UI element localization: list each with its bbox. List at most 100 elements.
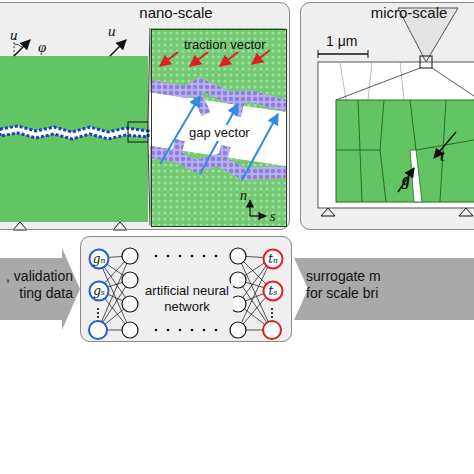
neuron-label: tₛ <box>269 285 278 297</box>
panel-text: gap vector <box>188 125 260 141</box>
atomistic-specimen <box>128 122 148 142</box>
scale-label: 1 μm <box>326 33 357 50</box>
ellipsis-dots <box>203 255 206 258</box>
atomistic-specimen <box>0 28 150 225</box>
ellipsis-dots <box>97 316 99 318</box>
ellipsis-dots <box>203 329 206 332</box>
support-symbol <box>321 208 473 216</box>
neuron-circle <box>264 282 283 301</box>
ellipsis-dots <box>167 255 170 258</box>
panel-text: micro-scale <box>347 4 471 22</box>
axis-label: n <box>240 188 247 205</box>
text-holder: , validation ting data <box>0 268 73 302</box>
text-holder: gₙ <box>88 248 110 270</box>
text-holder: surrogate m for scale bri <box>306 268 391 302</box>
ellipsis-dots <box>97 308 99 310</box>
micro-specimen <box>336 100 474 202</box>
axis-arrow <box>249 200 250 216</box>
output-neuron: tₙ <box>262 248 284 270</box>
panel-text: artificial neural network <box>141 283 233 314</box>
traction-arrow <box>160 52 178 66</box>
traction-arrow <box>252 50 270 64</box>
atomistic-inset <box>150 28 286 226</box>
displacement-label: u <box>108 22 116 40</box>
hidden-neuron <box>122 296 138 312</box>
ellipsis-dots <box>271 312 273 314</box>
micro-specimen <box>318 62 474 208</box>
atomistic-inset <box>176 140 226 160</box>
hidden-neuron <box>230 322 246 338</box>
ellipsis-dots <box>97 312 99 314</box>
zoom-inset: traction vector gap vector <box>151 29 287 227</box>
traction-arrow <box>190 52 208 66</box>
text-holder: gₛ <box>88 280 110 302</box>
text-holder: tₛ <box>262 280 284 302</box>
ellipsis-dots <box>179 329 182 332</box>
axis-arrow <box>250 215 266 216</box>
big-arrow <box>294 258 474 320</box>
loading-arrow <box>14 44 22 47</box>
text-holder: traction vector <box>184 35 280 53</box>
micro-specimen <box>336 100 474 202</box>
ellipsis-dots <box>191 255 194 258</box>
hidden-neuron <box>122 272 138 288</box>
micro-specimen <box>318 53 368 55</box>
ellipsis-dots <box>271 316 273 318</box>
hidden-neuron <box>263 321 281 339</box>
text-holder: nano-scale <box>116 4 236 22</box>
output-neuron: tₛ <box>262 280 284 302</box>
atomistic-specimen <box>0 126 148 139</box>
micro-specimen <box>434 132 456 158</box>
hidden-neuron <box>230 248 246 264</box>
gap-arrow <box>160 96 278 180</box>
support-symbol <box>113 222 127 230</box>
vector-label: g <box>402 170 410 189</box>
text-holder: tₙ <box>262 248 284 270</box>
network-connections <box>98 256 272 330</box>
neuron-label: gₛ <box>93 285 105 297</box>
ellipsis-dots <box>215 255 218 258</box>
micro-specimen <box>420 56 432 68</box>
hidden-neuron <box>89 248 281 339</box>
hidden-neuron <box>122 322 138 338</box>
angle-label: φ <box>38 38 46 56</box>
support-symbol <box>13 222 127 230</box>
label-holder: 1 μm <box>326 32 357 50</box>
arrow-text: surrogate m for scale bri <box>306 268 391 302</box>
panel-text: traction vector <box>184 37 280 53</box>
atomistic-specimen <box>148 28 150 122</box>
label-holder: φ <box>38 38 46 56</box>
micro-specimen <box>336 68 420 100</box>
neuron-label: tₙ <box>268 253 278 265</box>
displacement-label: u <box>10 26 18 44</box>
hidden-neuron <box>122 248 138 264</box>
ellipsis-dots <box>179 255 182 258</box>
vector-label: t <box>440 146 444 165</box>
traction-arrow <box>160 50 270 66</box>
flow-arrow: surrogate m for scale bri <box>294 248 474 330</box>
micro-specimen <box>398 168 414 192</box>
atomistic-inset <box>150 28 286 226</box>
text-holder: gap vector <box>188 123 258 141</box>
panel-fill <box>0 2 474 342</box>
support-symbol <box>321 208 335 216</box>
micro-specimen <box>318 8 474 208</box>
loading-arrow <box>110 40 126 56</box>
ellipsis-dots <box>155 329 158 332</box>
micro-specimen <box>432 68 474 96</box>
text-holder: micro-scale <box>347 4 471 22</box>
flow-arrow: , validation ting data <box>0 248 80 330</box>
traction-arrow <box>220 52 238 66</box>
input-neuron: gₙ <box>88 248 110 270</box>
micro-specimen <box>410 150 422 202</box>
ellipsis-dots <box>215 329 218 332</box>
neuron-circle <box>264 250 283 269</box>
label-holder: u <box>108 22 116 40</box>
axis-arrow <box>250 200 266 216</box>
arrow-text: , validation ting data <box>0 268 73 302</box>
panel-fill <box>80 236 292 342</box>
panel-fill <box>300 2 474 230</box>
ellipsis-dots <box>155 255 158 258</box>
label-holder: n <box>240 186 247 205</box>
